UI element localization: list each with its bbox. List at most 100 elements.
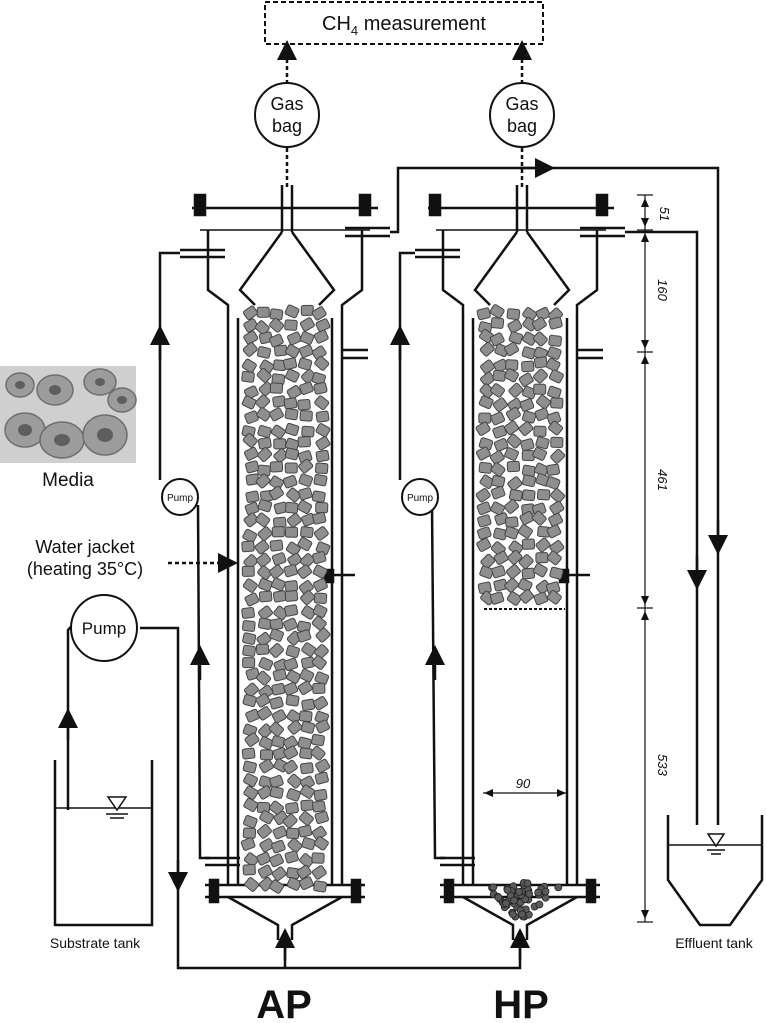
- media-pellet: [284, 526, 299, 538]
- media-pellet: [299, 553, 315, 568]
- media-pellet: [493, 438, 509, 452]
- media-pellet: [298, 473, 314, 487]
- media-pellet: [492, 397, 508, 412]
- media-pellet: [258, 605, 274, 621]
- media-pellet: [519, 511, 535, 526]
- gravel-stone: [518, 910, 526, 919]
- media-pellet: [269, 618, 284, 631]
- media-pellet: [297, 499, 313, 515]
- media-pellet: [311, 733, 325, 747]
- media-pellet: [255, 512, 271, 528]
- media-pellet: [315, 627, 331, 643]
- media-pellet: [242, 305, 258, 321]
- media-pellet: [269, 786, 284, 799]
- dim-160: 160: [655, 279, 670, 301]
- media-pellet: [315, 719, 331, 734]
- media-pellet: [256, 346, 272, 359]
- reactor-ap: [180, 185, 390, 940]
- media-pellet: [517, 524, 533, 539]
- media-pellet: [299, 853, 315, 868]
- media-pellet: [506, 433, 522, 449]
- media-pellet: [533, 383, 547, 395]
- media-pellet: [271, 709, 287, 724]
- media-pellet: [287, 773, 303, 789]
- media-pellet: [269, 696, 284, 710]
- media-pellet: [243, 682, 259, 698]
- media-pellet: [300, 526, 314, 539]
- media-pellet: [241, 606, 255, 619]
- media-pellet: [311, 371, 326, 386]
- media-pellet: [241, 747, 256, 760]
- media-pellet: [315, 318, 331, 333]
- gravel-stone: [541, 887, 550, 896]
- media-pellet: [273, 448, 289, 463]
- media-pellet: [315, 423, 331, 438]
- media-pellet: [521, 360, 535, 373]
- dim-533: 533: [655, 754, 670, 776]
- media-pellet: [283, 657, 299, 672]
- media-pellet: [287, 837, 303, 853]
- media-pellet: [546, 590, 562, 605]
- media-pellet: [521, 410, 537, 424]
- media-pellet: [271, 866, 287, 881]
- media-pellet: [287, 331, 302, 346]
- media-pellet: [506, 308, 521, 321]
- media-pellet: [505, 359, 519, 371]
- effluent-lines: [390, 166, 720, 825]
- media-pellet: [242, 864, 256, 876]
- media-pellet: [241, 395, 257, 410]
- media-pellet: [284, 850, 299, 864]
- media-pellet: [285, 344, 300, 359]
- media-pellet: [284, 422, 300, 437]
- media-pellet: [256, 824, 272, 839]
- media-pellet: [315, 449, 330, 463]
- media-pellet: [299, 410, 313, 422]
- media-pellet: [480, 359, 496, 375]
- media-pellet: [268, 564, 284, 580]
- media-pellet: [269, 628, 285, 642]
- media-pellet: [272, 590, 287, 603]
- media-pellet: [256, 552, 272, 568]
- media-pellet: [286, 512, 302, 528]
- media-pellet: [314, 671, 330, 685]
- media-pellet: [520, 438, 535, 452]
- media-pellet: [313, 381, 328, 395]
- media-pellet: [296, 864, 312, 880]
- media-pellet: [257, 499, 273, 513]
- media-pellet: [255, 693, 271, 708]
- media-pellet: [286, 487, 302, 503]
- media-pellet: [284, 408, 299, 421]
- media-pellet: [268, 407, 284, 422]
- media-pellet: [269, 774, 284, 789]
- media-pellet: [504, 526, 519, 540]
- media-pellet: [533, 368, 548, 384]
- media-pellet: [478, 461, 493, 474]
- media-pellet: [243, 554, 259, 570]
- media-pellet: [315, 462, 329, 475]
- media-pellet: [533, 591, 549, 606]
- media-pellet: [315, 758, 331, 773]
- media-label: Media: [42, 470, 94, 491]
- substrate-tank: [53, 760, 154, 927]
- media-pellet: [313, 836, 329, 851]
- media-pellet: [313, 329, 329, 344]
- media-pellet: [546, 524, 562, 539]
- media-pellet: [242, 827, 257, 839]
- media-pellet: [258, 578, 273, 592]
- media-pellet: [489, 591, 505, 605]
- media-pellet: [283, 397, 298, 410]
- media-pellet: [507, 476, 523, 491]
- gravel-stone: [554, 883, 563, 892]
- media-pellet: [313, 695, 328, 711]
- media-pellet: [476, 307, 491, 321]
- media-pellet: [284, 501, 299, 514]
- media-pellet: [273, 605, 289, 621]
- media-pellet: [506, 460, 521, 473]
- media-pellet: [299, 784, 315, 799]
- media-pellet: [282, 759, 298, 775]
- media-pellet: [521, 489, 536, 502]
- pump-small-hp: Pump: [401, 478, 439, 516]
- media-pellet: [532, 331, 548, 347]
- media-pellet: [287, 719, 303, 735]
- media-pellet: [313, 473, 328, 487]
